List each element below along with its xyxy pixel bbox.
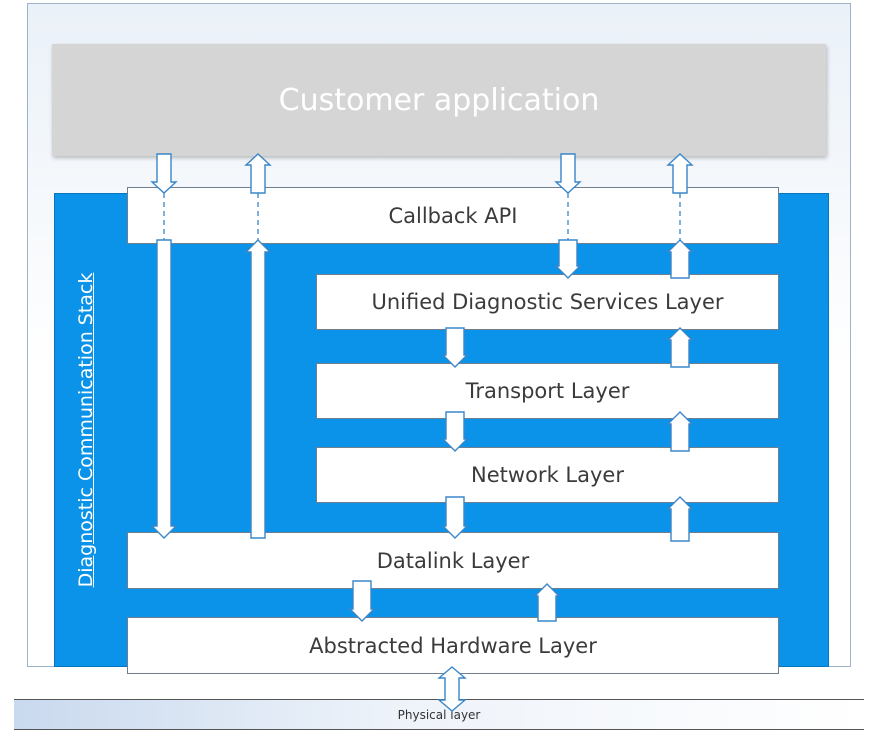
callback-api-layer: Callback API [127, 187, 779, 244]
callback-to-uds-arrow [554, 239, 582, 279]
transport-to-network-arrow [441, 411, 469, 452]
uds-to-callback-arrow [666, 239, 694, 279]
bypass-up-arrow [244, 239, 272, 539]
transport-to-uds-arrow [666, 327, 694, 368]
hardware-layer: Abstracted Hardware Layer [127, 617, 779, 674]
callback-api-label: Callback API [388, 203, 518, 228]
app-down-arrow-left [150, 153, 178, 194]
app-down-arrow-right [554, 153, 582, 194]
uds-label: Unified Diagnostic Services Layer [371, 290, 724, 314]
datalink-to-network-arrow [666, 496, 694, 542]
uds-to-transport-arrow [441, 327, 469, 368]
network-to-datalink-arrow [441, 496, 469, 539]
app-up-arrow-left [244, 153, 272, 194]
transport-label: Transport Layer [465, 379, 630, 403]
hardware-label: Abstracted Hardware Layer [309, 633, 597, 658]
customer-application-box: Customer application [52, 44, 826, 156]
network-label: Network Layer [471, 463, 624, 487]
app-up-arrow-right [666, 153, 694, 194]
transport-layer: Transport Layer [316, 363, 779, 419]
datalink-to-hardware-arrow [348, 580, 376, 622]
customer-application-label: Customer application [278, 82, 600, 118]
hardware-to-datalink-arrow [533, 583, 561, 622]
hardware-physical-double-arrow [437, 666, 467, 712]
uds-layer: Unified Diagnostic Services Layer [316, 274, 779, 330]
datalink-label: Datalink Layer [376, 548, 530, 573]
network-layer: Network Layer [316, 447, 779, 503]
bypass-down-arrow [150, 239, 178, 539]
network-to-transport-arrow [666, 411, 694, 452]
physical-layer-label: Physical layer [397, 707, 481, 722]
